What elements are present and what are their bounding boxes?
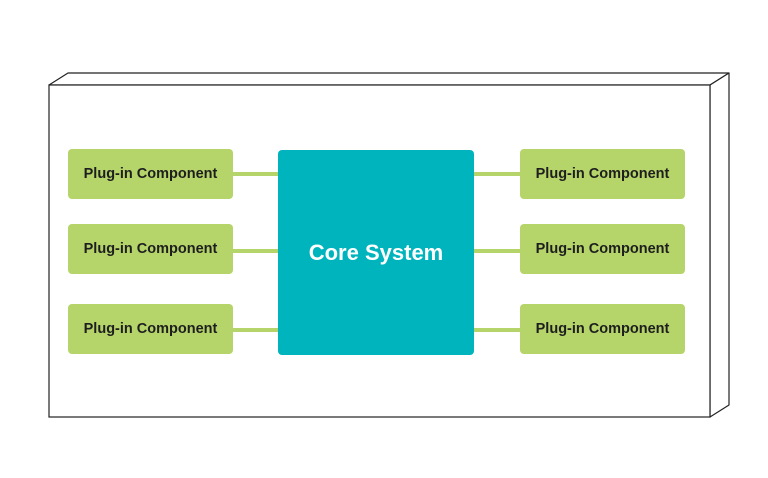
plugin-component-left-1: Plug-in Component: [68, 149, 233, 199]
plugin-component-label: Plug-in Component: [535, 241, 670, 257]
plugin-component-label: Plug-in Component: [535, 166, 670, 182]
connector-left-1: [233, 172, 278, 176]
plugin-component-label: Plug-in Component: [83, 241, 218, 257]
container-box-side-face: [709, 72, 730, 418]
connector-right-3: [474, 328, 520, 332]
plugin-component-left-3: Plug-in Component: [68, 304, 233, 354]
connector-right-1: [474, 172, 520, 176]
container-box-top-face: [48, 72, 730, 86]
plugin-component-label: Plug-in Component: [83, 321, 218, 337]
core-system-label: Core System: [308, 239, 444, 265]
plugin-component-right-2: Plug-in Component: [520, 224, 685, 274]
plugin-component-label: Plug-in Component: [535, 321, 670, 337]
connector-left-2: [233, 249, 278, 253]
connector-right-2: [474, 249, 520, 253]
plugin-component-label: Plug-in Component: [83, 166, 218, 182]
plugin-component-left-2: Plug-in Component: [68, 224, 233, 274]
core-system-box: Core System: [278, 150, 474, 355]
connector-left-3: [233, 328, 278, 332]
plugin-component-right-3: Plug-in Component: [520, 304, 685, 354]
plugin-component-right-1: Plug-in Component: [520, 149, 685, 199]
